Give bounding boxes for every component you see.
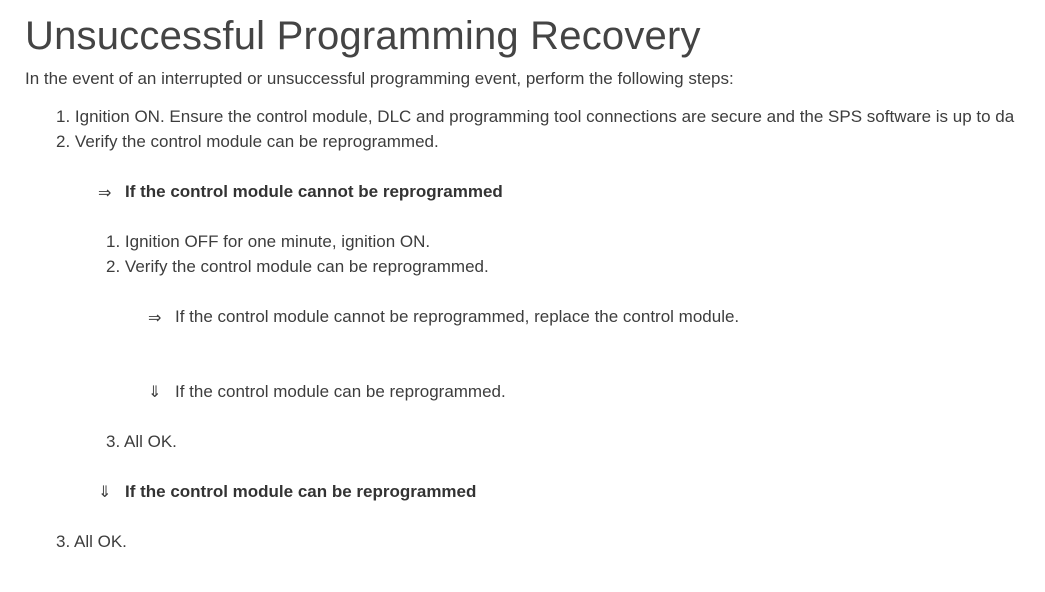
step-number: 1. [56,107,71,126]
step-number: 2. [56,132,71,151]
step-text: Verify the control module can be reprogr… [124,257,489,276]
step-text: Verify the control module can be reprogr… [74,132,439,151]
substep-2: 2. Verify the control module can be repr… [106,257,489,277]
step-number: 3. [56,532,71,551]
step-text: Ignition OFF for one minute, ignition ON… [124,232,431,251]
branch-cannot-label: If the control module cannot be reprogra… [125,182,503,201]
inner-can-text: If the control module can be reprogramme… [175,382,506,401]
intro-text: In the event of an interrupted or unsucc… [25,69,734,88]
step-3: 3. All OK. [56,532,127,552]
down-double-arrow-icon: ⇓ [148,384,162,401]
step-number: 2. [106,257,121,276]
right-double-arrow-icon: ⇒ [148,310,162,327]
step-text: All OK. [123,432,177,451]
step-text: Ignition ON. Ensure the control module, … [74,107,1015,126]
substep-3: 3. All OK. [106,432,177,452]
page-title: Unsuccessful Programming Recovery [25,14,701,58]
branch-can-label: If the control module can be reprogramme… [125,482,477,501]
step-text: All OK. [73,532,127,551]
substep-1: 1. Ignition OFF for one minute, ignition… [106,232,430,252]
step-number: 1. [106,232,121,251]
down-double-arrow-icon: ⇓ [98,484,112,501]
right-double-arrow-icon: ⇒ [98,185,112,202]
step-number: 3. [106,432,121,451]
inner-cannot-text: If the control module cannot be reprogra… [175,307,740,326]
step-2: 2. Verify the control module can be repr… [56,132,439,152]
step-1: 1. Ignition ON. Ensure the control modul… [56,107,1014,127]
